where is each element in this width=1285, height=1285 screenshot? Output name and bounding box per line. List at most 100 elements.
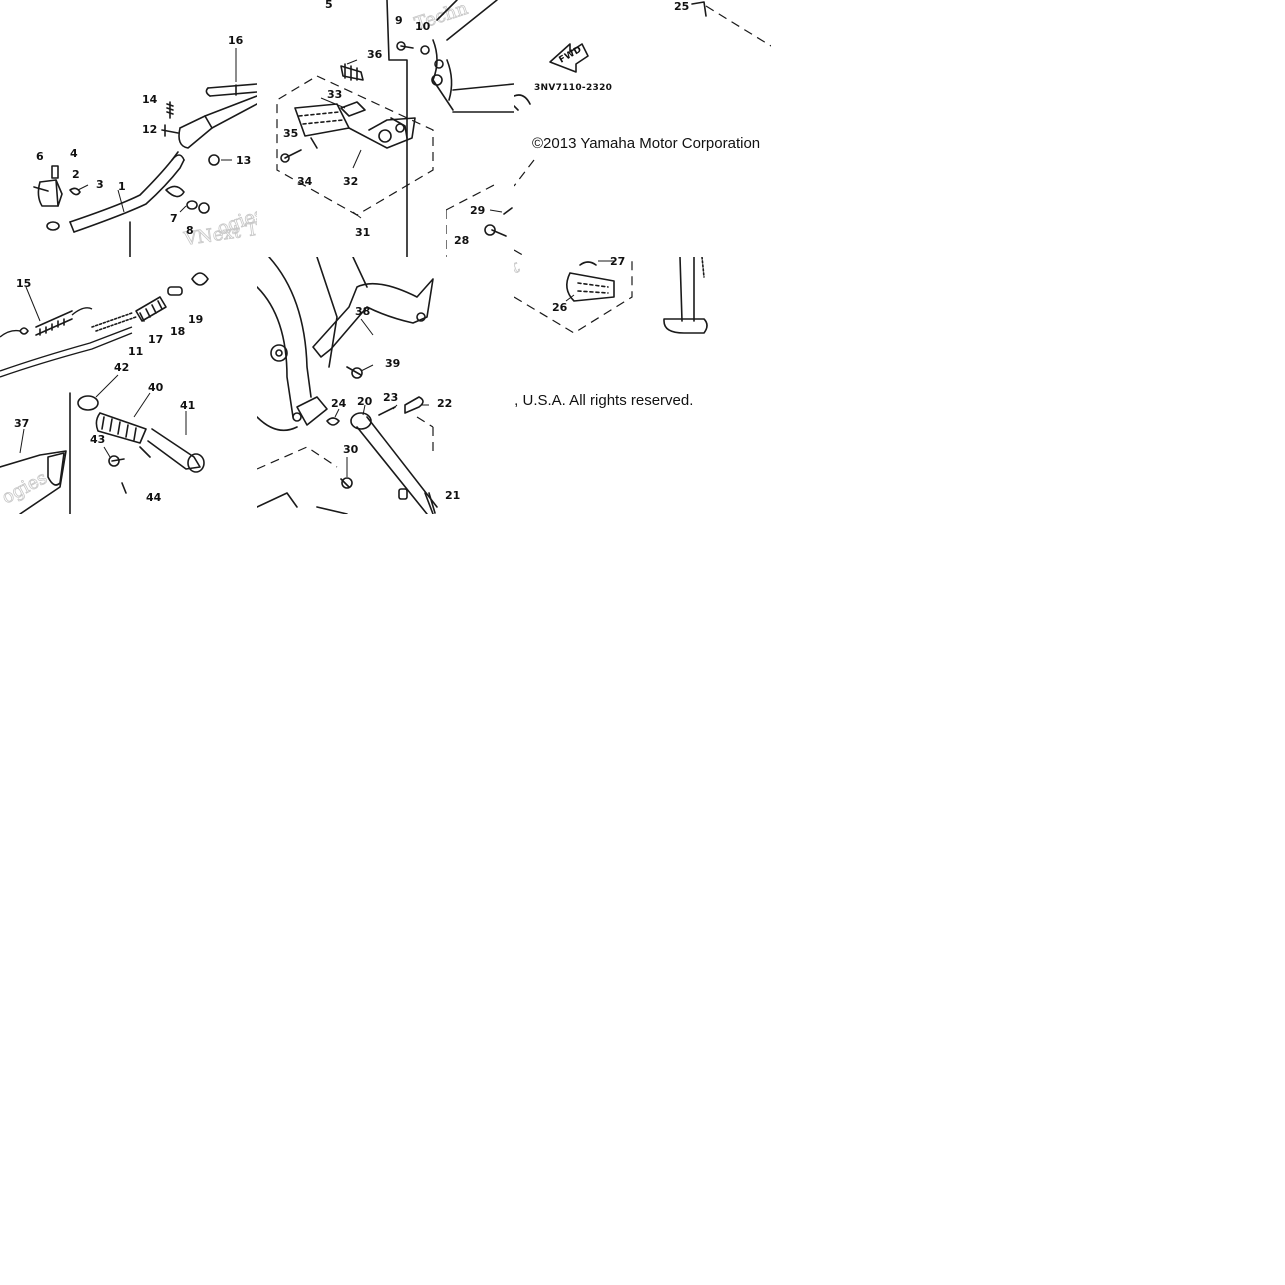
callout-34: 34 xyxy=(297,175,313,188)
fwd-sidestand-drawing: FWD 3NV7110-2320 25 xyxy=(514,0,771,257)
rod-clevis-part xyxy=(178,115,213,149)
brake-rod-end-part xyxy=(205,87,211,97)
callout-37: 37 xyxy=(14,417,29,430)
callout-42: 42 xyxy=(114,361,129,374)
side-stand-bar-part xyxy=(679,257,695,322)
callout-19: 19 xyxy=(188,313,203,326)
pin-34-part xyxy=(284,149,302,159)
callout-25: 25 xyxy=(674,0,689,13)
callout-21: 21 xyxy=(445,489,460,502)
pedal-38-part xyxy=(312,278,434,358)
nut-10-part xyxy=(420,45,430,55)
tile-overlay-28-29: 29 28 xyxy=(446,180,514,257)
clip-35-part xyxy=(310,137,318,149)
pedal-tip-part xyxy=(37,179,63,207)
return-spring-part xyxy=(0,329,21,338)
callout-30: 30 xyxy=(343,443,359,456)
callout-17: 17 xyxy=(148,333,163,346)
callout-44: 44 xyxy=(146,491,162,504)
plate-22-part xyxy=(404,396,424,414)
group-boundary-28 xyxy=(514,159,535,257)
callout-43: 43 xyxy=(90,433,105,446)
group-boundary-20 xyxy=(257,416,434,470)
tile-frame-sidestand-shaft: 20 21 22 23 24 30 38 39 xyxy=(257,257,514,514)
callout-6: 6 xyxy=(36,150,44,163)
callout-3: 3 xyxy=(96,178,104,191)
frame-shaft-drawing: 20 21 22 23 24 30 38 39 xyxy=(257,257,460,514)
nut-part-b xyxy=(208,154,220,166)
collar-18-part xyxy=(167,286,183,296)
spring-21-part xyxy=(424,492,436,514)
group-boundary-28-29 xyxy=(446,183,497,257)
callout-9: 9 xyxy=(395,14,403,27)
brake-rod-part xyxy=(207,83,257,97)
bolt-23-part xyxy=(378,406,396,416)
plate-33-part xyxy=(340,101,366,117)
copyright-line-1: ©2013 Yamaha Motor Corporation xyxy=(532,135,761,152)
footrest-bracket-part xyxy=(348,117,416,149)
footrest-group-boundary xyxy=(276,75,434,216)
nut-19-part xyxy=(191,272,209,286)
footpeg-26-part xyxy=(566,272,615,302)
callout-8: 8 xyxy=(186,224,194,237)
callout-11: 11 xyxy=(128,345,143,358)
side-stand-foot-part xyxy=(663,318,708,334)
callout-33: 33 xyxy=(327,88,342,101)
pin-41-part xyxy=(147,428,201,470)
callout-32: 32 xyxy=(343,175,358,188)
pedal-pivot-part xyxy=(165,185,185,198)
tile-front-footpeg: xt 26 27 ı, U.S.A. All rights reserved. xyxy=(514,257,771,514)
callout-1: 1 xyxy=(118,180,126,193)
cotter-pin-part xyxy=(33,186,49,192)
frame-edge-part xyxy=(386,0,408,257)
callout-20: 20 xyxy=(357,395,373,408)
stand-shaft-part xyxy=(356,416,438,514)
bracket-37-part xyxy=(0,450,67,514)
footrest-pad-part xyxy=(95,412,147,444)
tile-brake-cable: ogies xyxy=(0,257,257,514)
tile-brake-pedal: VNext Tec ogies xyxy=(0,0,257,257)
callout-39: 39 xyxy=(385,357,400,370)
frame-gusset-part xyxy=(296,396,328,426)
frame-tube-part xyxy=(257,257,312,418)
screw-44-part xyxy=(121,482,127,494)
bolt-43-part xyxy=(111,458,125,462)
washer-part xyxy=(46,221,60,231)
fwd-arrow-icon: FWD xyxy=(549,43,589,73)
washer-part-b xyxy=(186,200,198,210)
callout-18: 18 xyxy=(170,325,185,338)
callout-14: 14 xyxy=(142,93,158,106)
copyright-line-2: ı, U.S.A. All rights reserved. xyxy=(514,392,694,409)
callout-13: 13 xyxy=(236,154,251,167)
callout-7: 7 xyxy=(170,212,178,225)
callout-26: 26 xyxy=(552,301,568,314)
pivot-plate-part xyxy=(432,39,454,111)
spring-17-part xyxy=(135,296,167,322)
brake-pedal-drawing: VNext Tec ogies xyxy=(33,34,257,257)
bolt-39-part xyxy=(346,366,362,376)
nut-part xyxy=(198,202,210,214)
callout-41: 41 xyxy=(180,399,195,412)
brake-cable-part xyxy=(0,326,133,378)
callout-22: 22 xyxy=(437,397,452,410)
adjust-screw-part xyxy=(166,101,174,119)
callout-4: 4 xyxy=(70,147,78,160)
callout-24: 24 xyxy=(331,397,347,410)
callout-12: 12 xyxy=(142,123,157,136)
callout-38: 38 xyxy=(355,305,370,318)
watermark-text: xt xyxy=(514,257,523,282)
washer-42-part xyxy=(77,395,99,411)
pin-group-28-29: 29 28 xyxy=(446,183,513,257)
callout-40: 40 xyxy=(148,381,164,394)
tile-fwd-sidestand: FWD 3NV7110-2320 25 ©2013 Yamaha Motor C… xyxy=(514,0,771,257)
watermark-text: ogies xyxy=(0,467,51,508)
callout-16: 16 xyxy=(228,34,244,47)
pin-part xyxy=(390,117,408,139)
callout-31: 31 xyxy=(355,226,370,239)
diagram-code: 3NV7110-2320 xyxy=(534,83,612,93)
callout-10: 10 xyxy=(415,20,431,33)
tile-rear-footrest: Techn xyxy=(257,0,514,257)
callout-28: 28 xyxy=(454,234,469,247)
clip-29-part xyxy=(503,207,513,215)
callout-27: 27 xyxy=(610,257,625,268)
